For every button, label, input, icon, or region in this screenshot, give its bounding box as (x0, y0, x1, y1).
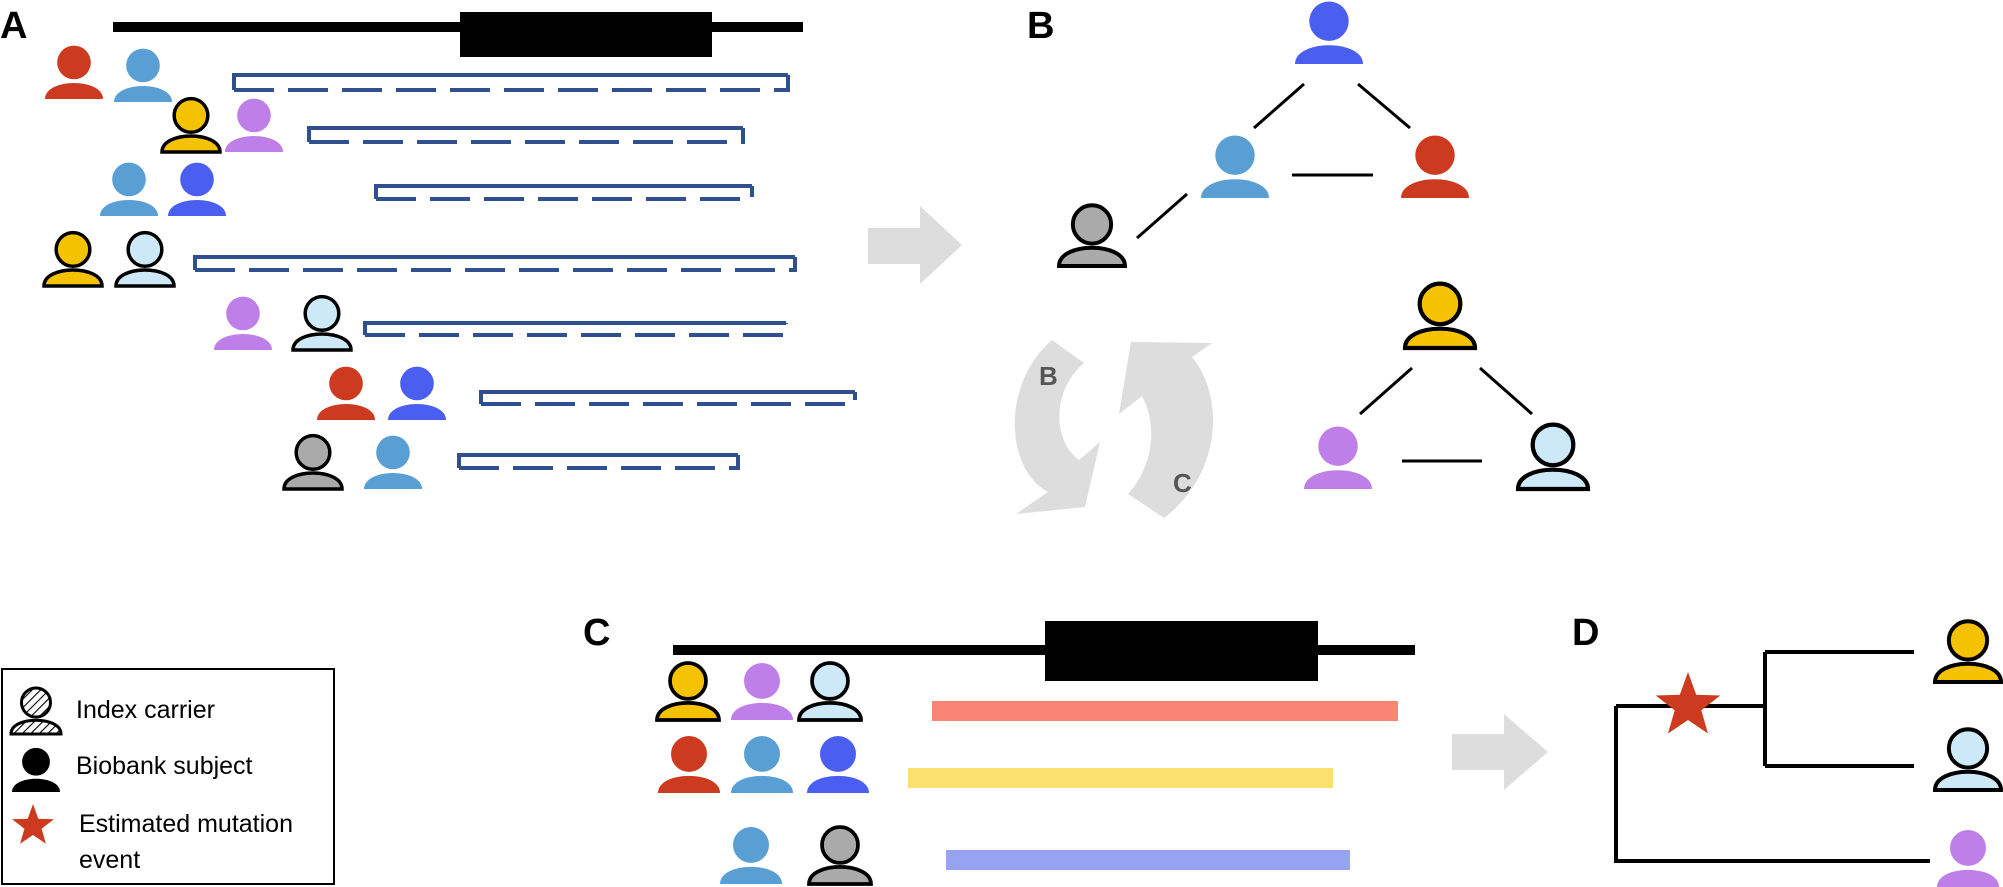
legend-label-biobank-subject: Biobank subject (76, 752, 253, 780)
network-edges (1136, 82, 1533, 463)
shared-segments-a (193, 73, 857, 470)
shared-segment (457, 453, 740, 470)
shared-segment (479, 390, 857, 406)
panel-label-b: B (1027, 5, 1054, 47)
panel-c: C (583, 612, 1415, 886)
legend-box (1, 668, 335, 885)
biobank-subject-icon (12, 747, 60, 792)
person-icon (317, 366, 375, 420)
leaf-yellow (1933, 619, 2003, 684)
gene-bar-c (673, 621, 1415, 681)
network-nodes (1057, 1, 1591, 492)
cluster-bar-red (932, 701, 1398, 721)
person-icon (100, 162, 158, 216)
panel-label-d: D (1572, 612, 1599, 654)
phylogenetic-tree (1614, 650, 1930, 863)
panel-b: B B C (1014, 1, 1591, 518)
cycle-arrow-up (1119, 342, 1214, 518)
person-icon (720, 826, 782, 884)
shared-segment (307, 126, 745, 144)
person-icon (45, 45, 103, 99)
person-icon (731, 662, 793, 720)
panel-d: D (1572, 612, 2003, 887)
flow-arrow-a-to-b (868, 206, 962, 284)
shared-segment (363, 321, 788, 337)
cycle-label-c: C (1173, 468, 1192, 498)
cluster-bar-blue (946, 850, 1350, 870)
node-yellow (1402, 281, 1478, 351)
legend: Index carrier Biobank subject Estimated … (1, 668, 335, 885)
node-royal-blue (1295, 1, 1363, 64)
person-icon (807, 735, 869, 793)
cluster-bar-yellow (908, 768, 1333, 788)
person-icon (658, 735, 720, 793)
person-icon (655, 661, 721, 722)
node-lavender (1304, 426, 1372, 489)
person-icon (797, 661, 863, 722)
panel-label-a: A (0, 5, 27, 47)
leaf-lavender (1937, 829, 1999, 887)
gene-bar-a (113, 12, 803, 57)
person-icon (42, 230, 104, 288)
leaf-light-blue (1933, 727, 2003, 792)
person-icon (114, 48, 172, 102)
person-icon (731, 735, 793, 793)
person-icon (214, 296, 272, 350)
node-gray (1057, 203, 1127, 268)
cluster-bars (908, 701, 1398, 870)
person-icon (364, 435, 422, 489)
node-steel-blue (1201, 135, 1269, 198)
flow-arrow-c-to-d (1452, 714, 1548, 790)
legend-label-mutation-line1: Estimated mutation (79, 810, 293, 838)
legend-star-icon (12, 804, 54, 844)
legend-label-index-carrier: Index carrier (76, 696, 215, 724)
person-icon (291, 294, 353, 352)
subject-group-a (42, 45, 446, 491)
person-icon (160, 96, 222, 154)
cycle-label-b: B (1039, 361, 1058, 391)
person-icon (282, 433, 344, 491)
index-carrier-icon (9, 686, 63, 736)
person-icon (114, 230, 176, 288)
shared-segment (374, 184, 754, 201)
subject-clusters-c (655, 661, 873, 886)
person-icon (388, 366, 446, 420)
mutation-event-star-icon (1655, 672, 1721, 734)
node-red (1401, 135, 1469, 198)
person-icon (168, 162, 226, 216)
biobank-subject-icon (12, 747, 60, 792)
tree-leaves (1933, 619, 2003, 887)
person-icon (807, 825, 873, 886)
cycle-arrows: B C (1014, 340, 1214, 518)
person-icon (225, 98, 283, 152)
hatched-person-icon (9, 686, 63, 736)
legend-label-mutation-line2: event (79, 846, 140, 874)
panel-label-c: C (583, 612, 610, 654)
shared-segment (193, 255, 797, 272)
panel-a: A (0, 5, 857, 491)
shared-segment (232, 73, 790, 92)
cycle-arrow-down (1014, 340, 1100, 514)
node-light-blue (1515, 422, 1591, 492)
